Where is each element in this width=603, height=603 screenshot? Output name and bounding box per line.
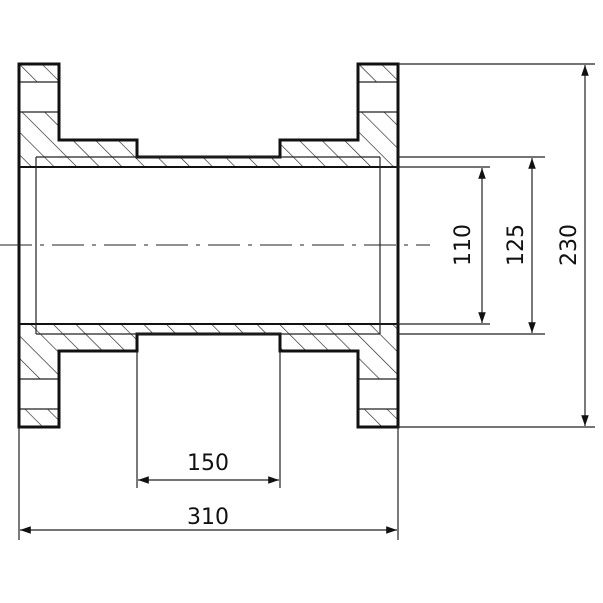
dim-label-310: 310 [187, 505, 229, 530]
dim-label-230: 230 [557, 224, 582, 266]
lower-section [17, 323, 400, 429]
dim-label-150: 150 [187, 451, 229, 476]
bolt-hole-top-left [20, 82, 58, 112]
dimension-125: 125 [504, 158, 536, 333]
dimension-110: 110 [451, 168, 486, 323]
bolt-hole-bottom-left [20, 379, 58, 409]
bolt-hole-top-right [359, 82, 397, 112]
dimension-310: 310 [19, 505, 397, 534]
dimension-150: 150 [138, 451, 279, 484]
bolt-hole-bottom-right [359, 379, 397, 409]
extension-lines [18, 63, 595, 540]
dim-label-110: 110 [451, 224, 476, 266]
dim-label-125: 125 [504, 224, 529, 266]
dimension-230: 230 [557, 65, 589, 426]
upper-section [17, 62, 400, 168]
